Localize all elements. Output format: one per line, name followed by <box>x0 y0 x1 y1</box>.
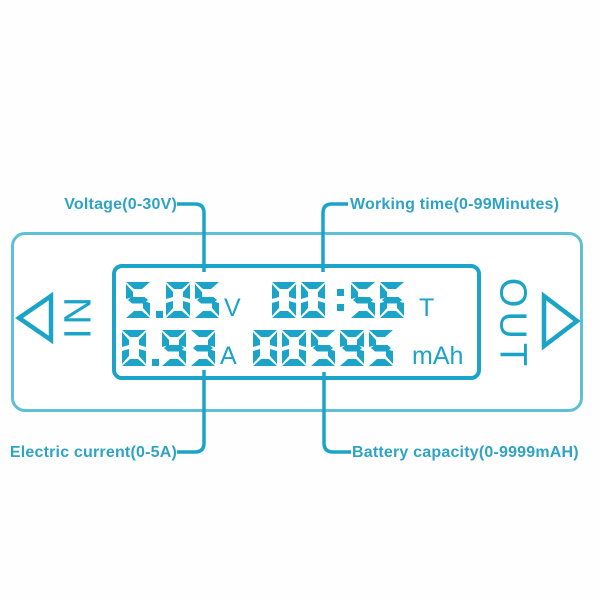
current-unit: A <box>220 341 237 370</box>
time-unit: T <box>419 293 435 322</box>
voltage-reading <box>126 282 219 318</box>
working-time-label: Working time(0-99Minutes) <box>350 196 560 213</box>
capacity-unit: mAh <box>412 341 464 370</box>
voltage-label: Voltage(0-30V) <box>64 196 177 213</box>
battery-capacity-label: Battery capacity(0-9999mAH) <box>352 444 579 461</box>
in-label: IN <box>57 293 100 339</box>
time-reading <box>272 282 404 318</box>
electric-current-label: Electric current(0-5A) <box>9 444 177 461</box>
out-label: OUT <box>491 277 534 371</box>
lcd-display: V T A mAh <box>112 264 481 380</box>
voltage-unit: V <box>224 293 241 322</box>
capacity-reading <box>253 330 393 366</box>
current-reading <box>122 330 215 366</box>
